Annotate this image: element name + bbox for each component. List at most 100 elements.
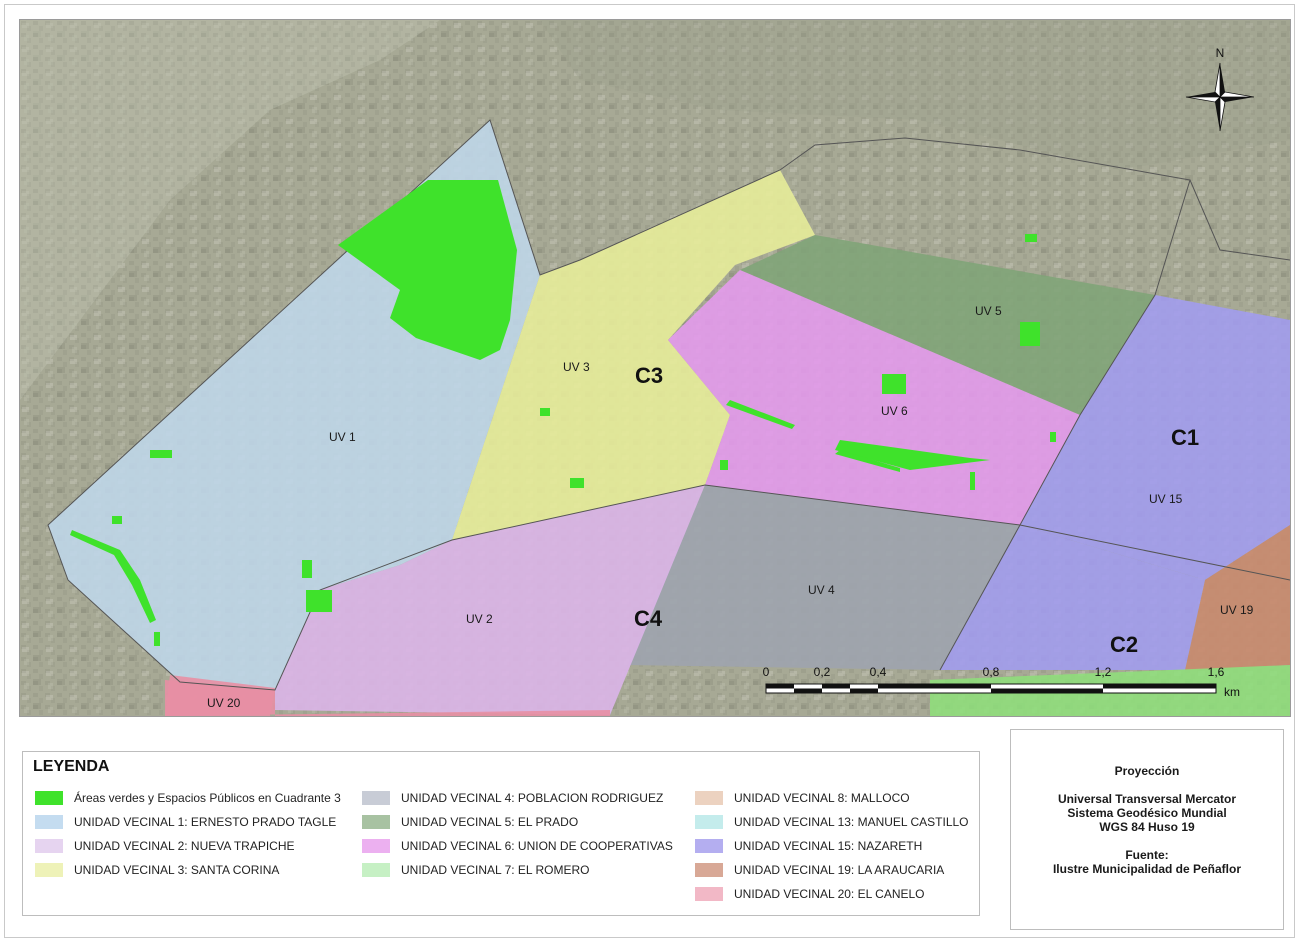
green-area-uv1-b[interactable]	[112, 516, 122, 524]
legend-swatch	[35, 815, 63, 829]
source-text: Ilustre Municipalidad de Peñaflor	[1052, 862, 1242, 876]
legend-item: UNIDAD VECINAL 2: NUEVA TRAPICHE	[35, 834, 341, 858]
legend-item: UNIDAD VECINAL 4: POBLACION RODRIGUEZ	[362, 786, 673, 810]
label-uv1: UV 1	[329, 430, 356, 444]
green-area-uv6-strip[interactable]	[835, 440, 990, 470]
green-area-uv1-d[interactable]	[302, 560, 312, 578]
legend-item: UNIDAD VECINAL 1: ERNESTO PRADO TAGLE	[35, 810, 341, 834]
legend-label: UNIDAD VECINAL 6: UNION DE COOPERATIVAS	[401, 839, 673, 853]
area-uv19[interactable]	[1185, 525, 1290, 670]
legend-swatch	[695, 815, 723, 829]
legend-item: UNIDAD VECINAL 5: EL PRADO	[362, 810, 673, 834]
green-areas	[70, 180, 1056, 646]
green-area-uv6-line[interactable]	[726, 400, 795, 429]
legend-swatch	[362, 839, 390, 853]
projection-title: Proyección	[1114, 764, 1180, 778]
legend-swatch	[362, 815, 390, 829]
label-quadrant-c3: C3	[635, 363, 663, 388]
green-area-uv6-b[interactable]	[1050, 432, 1056, 442]
green-area-uv3-a[interactable]	[540, 408, 550, 416]
legend-label: UNIDAD VECINAL 4: POBLACION RODRIGUEZ	[401, 791, 664, 805]
quadrant-c1-outline	[1189, 179, 1290, 261]
legend-label: Áreas verdes y Espacios Públicos en Cuad…	[74, 791, 341, 805]
label-uv6: UV 6	[881, 404, 908, 418]
projection-line-3: WGS 84 Huso 19	[1099, 820, 1195, 834]
green-area-uv1-corridor[interactable]	[70, 530, 156, 623]
green-area-uv1-c[interactable]	[306, 590, 332, 612]
green-area-uv1-a[interactable]	[150, 450, 172, 458]
label-uv5: UV 5	[975, 304, 1002, 318]
north-label: N	[1216, 46, 1225, 60]
legend-item: UNIDAD VECINAL 7: EL ROMERO	[362, 858, 673, 882]
legend-label: UNIDAD VECINAL 20: EL CANELO	[734, 887, 925, 901]
legend-label: UNIDAD VECINAL 15: NAZARETH	[734, 839, 923, 853]
legend-column-1: Áreas verdes y Espacios Públicos en Cuad…	[35, 786, 341, 882]
scale-unit: km	[1224, 685, 1240, 699]
label-uv19: UV 19	[1220, 603, 1254, 617]
legend-swatch	[362, 791, 390, 805]
legend-label: UNIDAD VECINAL 19: LA ARAUCARIA	[734, 863, 945, 877]
quadrant-c3-outline	[47, 119, 1191, 691]
legend-item: UNIDAD VECINAL 3: SANTA CORINA	[35, 858, 341, 882]
label-uv20: UV 20	[207, 696, 241, 710]
legend-label: UNIDAD VECINAL 2: NUEVA TRAPICHE	[74, 839, 295, 853]
legend-item: UNIDAD VECINAL 8: MALLOCO	[695, 786, 969, 810]
area-uv5[interactable]	[740, 235, 1155, 415]
legend-item: UNIDAD VECINAL 6: UNION DE COOPERATIVAS	[362, 834, 673, 858]
legend-label: UNIDAD VECINAL 7: EL ROMERO	[401, 863, 590, 877]
green-area-uv1-e[interactable]	[154, 632, 160, 646]
scale-tick-1: 0,2	[814, 665, 831, 679]
map-info-panel: Proyección Universal Transversal Mercato…	[1010, 729, 1284, 930]
scale-tick-0: 0	[763, 665, 770, 679]
map-canvas: UV 1 UV 2 UV 3 UV 4 UV 5 UV 6 UV 15 UV 1…	[20, 20, 1290, 716]
label-quadrant-c2: C2	[1110, 632, 1138, 657]
green-area-uv6-plaza[interactable]	[882, 374, 906, 394]
green-area-uv6-strip-2[interactable]	[835, 450, 900, 472]
legend-column-3: UNIDAD VECINAL 8: MALLOCO UNIDAD VECINAL …	[695, 786, 969, 906]
label-quadrant-c1: C1	[1171, 425, 1199, 450]
area-uv2[interactable]	[275, 485, 705, 715]
green-area-uv6-c[interactable]	[970, 472, 975, 490]
legend-swatch	[695, 887, 723, 901]
legend-label: UNIDAD VECINAL 8: MALLOCO	[734, 791, 910, 805]
green-area-north[interactable]	[1025, 234, 1037, 242]
scale-tick-3: 0,8	[983, 665, 1000, 679]
area-uv3[interactable]	[452, 170, 815, 540]
legend-swatch	[35, 791, 63, 805]
quadrant-divider-c1-c2	[1019, 524, 1290, 581]
green-area-uv3-b[interactable]	[570, 478, 584, 488]
green-area-uv6-a[interactable]	[720, 460, 728, 470]
legend-item: Áreas verdes y Espacios Públicos en Cuad…	[35, 786, 341, 810]
area-uv20-west[interactable]	[165, 675, 275, 716]
label-uv4: UV 4	[808, 583, 835, 597]
green-area-uv5[interactable]	[1020, 322, 1040, 346]
legend-column-2: UNIDAD VECINAL 4: POBLACION RODRIGUEZ UNI…	[362, 786, 673, 882]
area-uv15[interactable]	[1020, 295, 1290, 580]
projection-line-1: Universal Transversal Mercator	[1057, 792, 1237, 806]
legend-label: UNIDAD VECINAL 13: MANUEL CASTILLO	[734, 815, 969, 829]
green-area-large-park[interactable]	[338, 180, 517, 360]
legend-swatch	[695, 839, 723, 853]
map-view[interactable]: UV 1 UV 2 UV 3 UV 4 UV 5 UV 6 UV 15 UV 1…	[19, 19, 1291, 717]
legend-swatch	[35, 863, 63, 877]
legend-item: UNIDAD VECINAL 13: MANUEL CASTILLO	[695, 810, 969, 834]
legend-item: UNIDAD VECINAL 19: LA ARAUCARIA	[695, 858, 969, 882]
legend-title: LEYENDA	[33, 758, 110, 775]
source-title: Fuente:	[1125, 848, 1169, 862]
label-uv3: UV 3	[563, 360, 590, 374]
legend-swatch	[362, 863, 390, 877]
legend-label: UNIDAD VECINAL 5: EL PRADO	[401, 815, 579, 829]
area-uv15-south[interactable]	[940, 525, 1205, 670]
north-arrow-icon: N	[1185, 46, 1255, 132]
scale-tick-2: 0,4	[870, 665, 887, 679]
legend-label: UNIDAD VECINAL 1: ERNESTO PRADO TAGLE	[74, 815, 337, 829]
area-uv4[interactable]	[606, 485, 1020, 716]
legend-item: UNIDAD VECINAL 20: EL CANELO	[695, 882, 969, 906]
scale-bar: 0 0,2 0,4 0,8 1,2 1,6 km	[763, 665, 1240, 699]
legend-label: UNIDAD VECINAL 3: SANTA CORINA	[74, 863, 280, 877]
projection-line-2: Sistema Geodésico Mundial	[1067, 806, 1227, 820]
label-uv2: UV 2	[466, 612, 493, 626]
legend-swatch	[695, 791, 723, 805]
label-uv15: UV 15	[1149, 492, 1183, 506]
legend-swatch	[695, 863, 723, 877]
